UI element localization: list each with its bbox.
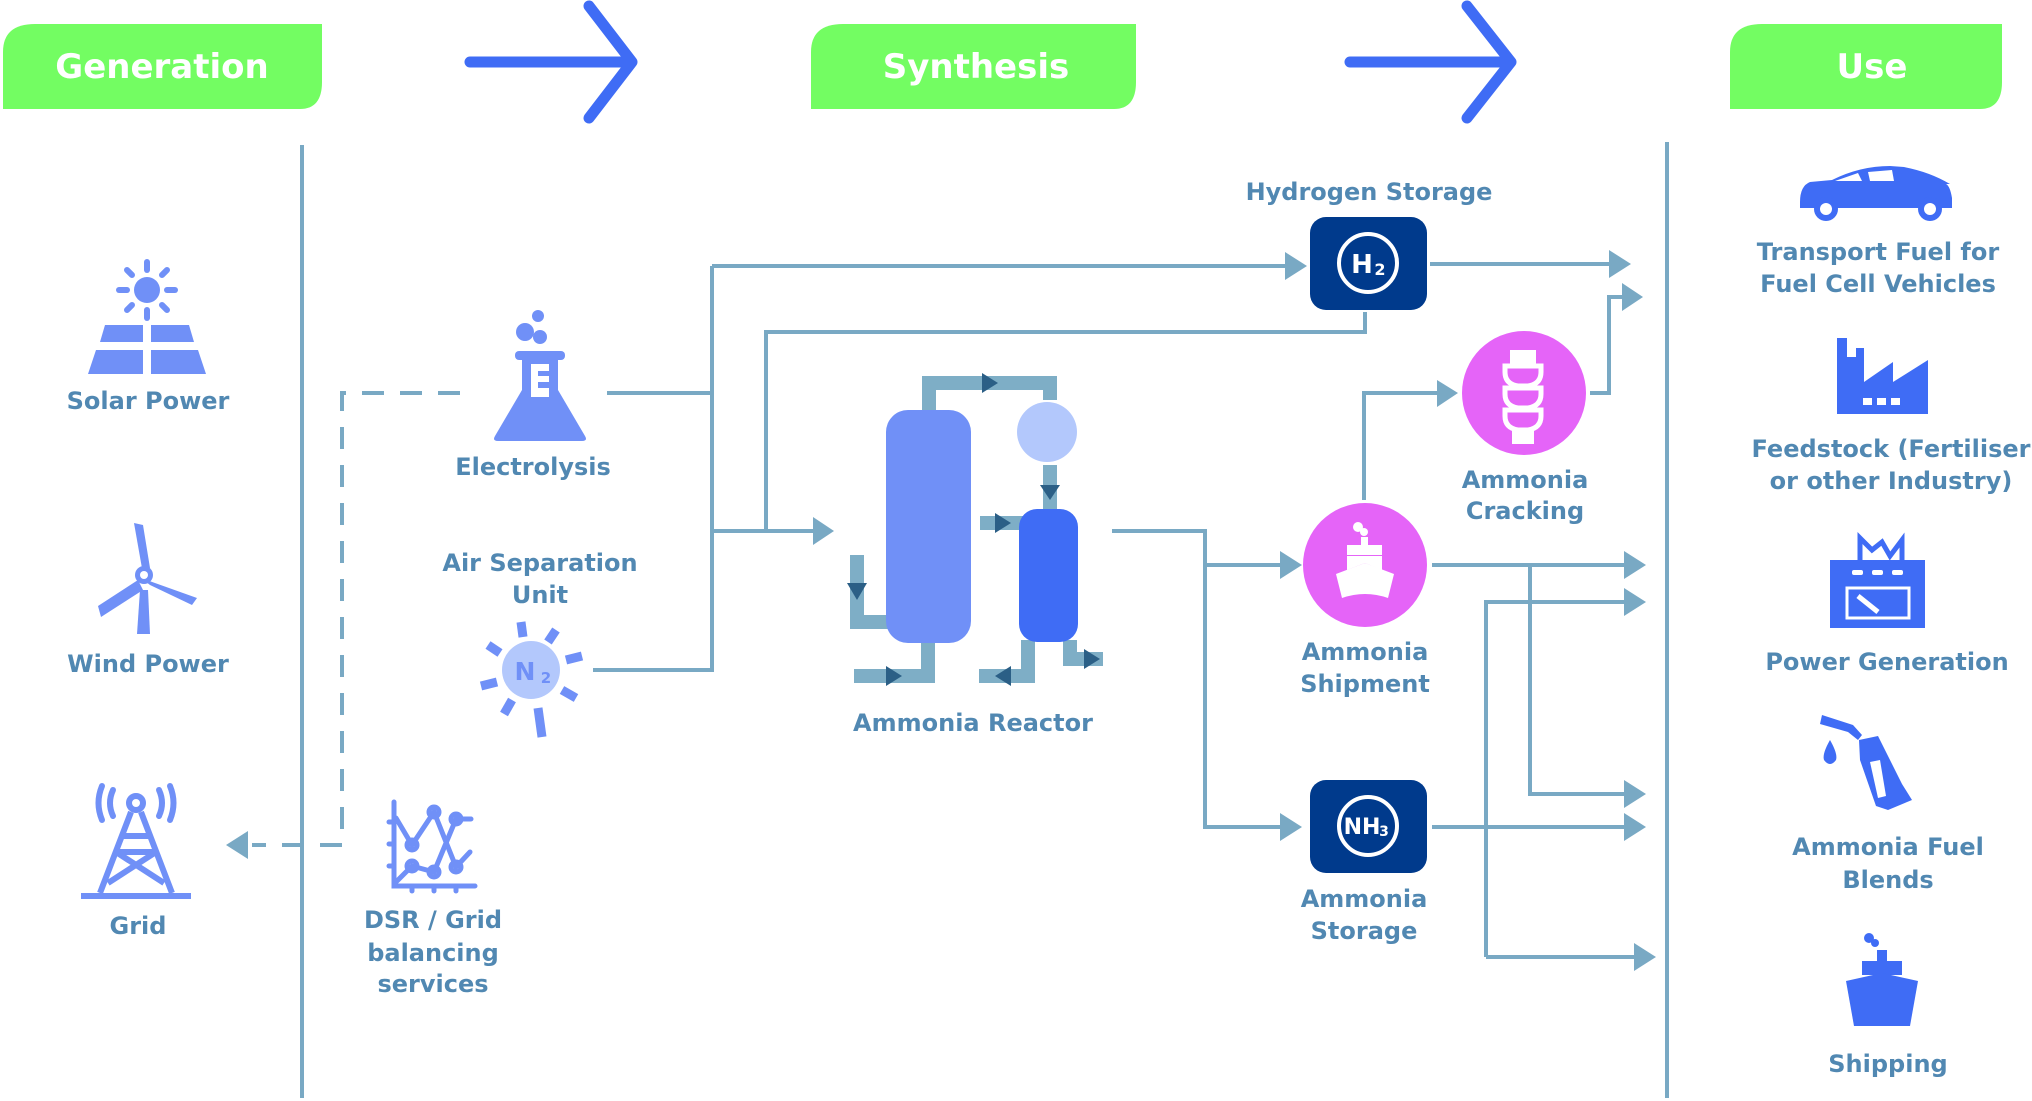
h2-molecule-sub: 2 [1374, 260, 1385, 279]
shipment-label-line2: Shipment [1300, 670, 1430, 698]
asu-label-line2: Unit [512, 581, 568, 609]
stage-arrow-1 [464, 0, 638, 124]
solar-panel-icon [88, 259, 206, 374]
use-item-shipping: Shipping [1828, 933, 1948, 1078]
reactor-icon [847, 373, 1103, 686]
wind-turbine-icon [98, 523, 197, 634]
use-label-line1: Feedstock (Fertiliser [1752, 435, 2031, 463]
h2-storage-tank [1310, 217, 1427, 310]
power-plant-icon [1830, 531, 1925, 628]
ship-icon [1336, 522, 1394, 598]
use-label-line1: Shipping [1828, 1050, 1947, 1078]
cracking-label-line1: Ammonia [1462, 466, 1589, 494]
arrow-head-icon [226, 831, 248, 859]
electrolysis-output-connector [593, 252, 1367, 672]
arrow-head-icon [1624, 551, 1646, 579]
use-label-line1: Power Generation [1765, 648, 2008, 676]
wind-power-node: Wind Power [67, 523, 229, 678]
line-chart-icon [386, 799, 478, 894]
arrow-head-icon [1622, 283, 1643, 311]
arrow-head-icon [1624, 780, 1646, 808]
stage-label-use: Use [1837, 47, 1908, 87]
arrow-right-icon [1344, 0, 1517, 124]
ammonia-shipment-node: Ammonia Shipment [1300, 503, 1430, 698]
dsr-label-line2: balancing [367, 939, 499, 967]
dsr-node: DSR / Grid balancing services [364, 799, 502, 998]
arrow-head-icon [1280, 551, 1302, 579]
solar-power-label: Solar Power [67, 387, 230, 415]
shipment-label-line1: Ammonia [1302, 638, 1429, 666]
nh3-storage-tank [1310, 780, 1427, 873]
use-item-transport: Transport Fuel for Fuel Cell Vehicles [1757, 166, 2000, 298]
cracking-label-line2: Cracking [1466, 497, 1584, 525]
dsr-to-grid-connector [226, 391, 460, 859]
hydrogen-storage-node: Hydrogen Storage H 2 [1246, 178, 1493, 310]
h2-molecule: H [1351, 250, 1373, 280]
use-label-line2: or other Industry) [1770, 467, 2013, 495]
use-label-line1: Transport Fuel for [1757, 238, 2000, 266]
grid-label: Grid [110, 912, 167, 940]
dsr-label-line1: DSR / Grid [364, 906, 502, 934]
reactor-output-connector [1112, 529, 1302, 841]
flask-icon [494, 310, 586, 441]
arrow-head-icon [1285, 252, 1307, 280]
fuel-nozzle-icon [1820, 715, 1912, 810]
air-separation-unit-node: Air Separation Unit N 2 [442, 549, 638, 738]
arrow-right-icon [464, 0, 638, 124]
stage-label-synthesis: Synthesis [883, 47, 1070, 87]
ship-icon [1846, 933, 1918, 1026]
ammonia-reactor-label: Ammonia Reactor [853, 709, 1093, 737]
hydrogen-storage-label: Hydrogen Storage [1246, 178, 1493, 206]
asu-molecule: N [515, 657, 536, 686]
arrow-head-icon [1437, 380, 1458, 407]
nitrogen-icon: N 2 [479, 621, 584, 738]
use-label-line2: Fuel Cell Vehicles [1760, 270, 1996, 298]
distribution-connectors [1432, 551, 1656, 971]
wind-power-label: Wind Power [67, 650, 229, 678]
use-item-fuel-blends: Ammonia Fuel Blends [1792, 715, 1984, 894]
storage-label-line2: Storage [1311, 917, 1418, 945]
asu-label-line1: Air Separation [442, 549, 637, 577]
use-item-feedstock: Feedstock (Fertiliser or other Industry) [1752, 338, 2031, 495]
arrow-head-icon [1634, 943, 1656, 971]
asu-molecule-sub: 2 [541, 669, 551, 687]
electrolysis-label: Electrolysis [455, 453, 611, 481]
ammonia-reactor-node: Ammonia Reactor [847, 373, 1103, 737]
use-label-line2: Blends [1842, 866, 1933, 894]
arrow-head-icon [1609, 250, 1631, 278]
cracking-connectors [1362, 283, 1643, 500]
use-item-power-generation: Power Generation [1765, 531, 2009, 676]
nh3-molecule-sub: 3 [1379, 824, 1389, 840]
stage-arrow-2 [1344, 0, 1517, 124]
stage-header-synthesis: Synthesis [811, 24, 1136, 109]
ammonia-cracking-node: Ammonia Cracking [1462, 331, 1589, 525]
stage-header-generation: Generation [3, 24, 322, 109]
arrow-head-icon [1280, 813, 1302, 841]
use-label-line1: Ammonia Fuel [1792, 833, 1984, 861]
arrow-head-icon [813, 517, 834, 545]
ammonia-storage-node: NH 3 Ammonia Storage [1301, 780, 1428, 945]
grid-node: Grid [81, 783, 191, 940]
arrow-head-icon [1624, 813, 1646, 841]
storage-label-line1: Ammonia [1301, 885, 1428, 913]
stage-header-use: Use [1730, 24, 2002, 109]
stage-label-generation: Generation [55, 47, 268, 87]
cracker-icon [1502, 350, 1544, 444]
arrow-head-icon [1624, 588, 1646, 616]
transmission-tower-icon [81, 783, 191, 899]
electrolysis-node: Electrolysis [455, 310, 611, 481]
car-icon [1800, 166, 1952, 221]
dsr-label-line3: services [377, 970, 488, 998]
factory-icon [1837, 338, 1928, 414]
nh3-molecule: NH [1344, 815, 1381, 840]
solar-power-node: Solar Power [67, 259, 230, 415]
h2-to-use-connector [1430, 250, 1631, 278]
